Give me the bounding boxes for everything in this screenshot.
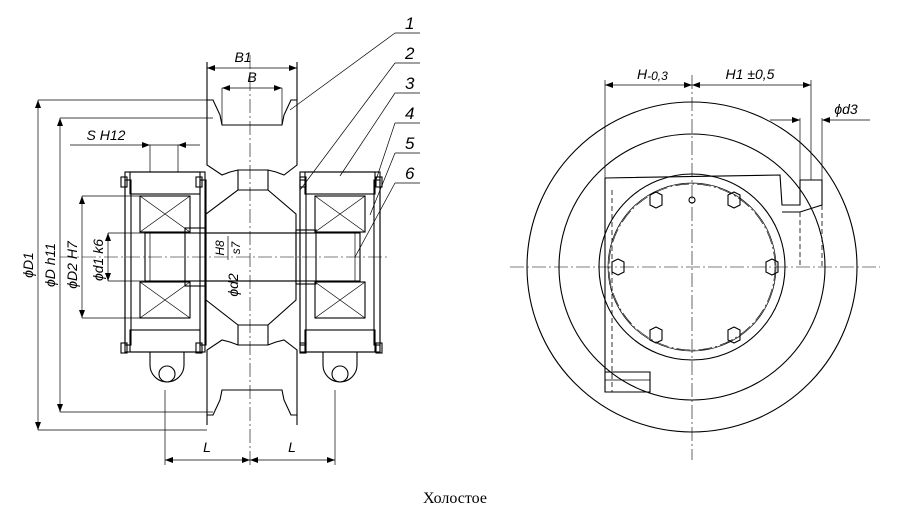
housing-circle bbox=[598, 173, 786, 361]
dim-s: S H12 bbox=[87, 127, 126, 143]
figure-caption: Холостое bbox=[423, 490, 487, 507]
dim-l-right: L bbox=[288, 439, 296, 455]
grease-nipple bbox=[688, 196, 696, 204]
dim-d3: ϕd3 bbox=[834, 101, 858, 117]
dim-l-left: L bbox=[203, 439, 211, 455]
callout-2: 2 bbox=[404, 44, 415, 63]
bolt-heads bbox=[611, 191, 779, 344]
callout-leaders bbox=[289, 32, 420, 258]
dim-h: H-0,3 bbox=[637, 66, 668, 83]
dimension-lines bbox=[35, 65, 336, 465]
right-bearing-housing bbox=[299, 171, 383, 383]
inner-housing-circle bbox=[607, 182, 777, 352]
dim-fit-num: H8 bbox=[213, 240, 227, 256]
upper-bracket bbox=[604, 174, 823, 213]
dim-fit-den: s7 bbox=[229, 240, 243, 254]
bracket-hidden-lines bbox=[799, 205, 823, 268]
dim-b: B bbox=[247, 69, 256, 85]
callout-6: 6 bbox=[405, 164, 415, 183]
bolt-circle bbox=[608, 183, 776, 351]
dim-h-tol: -0,3 bbox=[647, 69, 668, 83]
left-bearing-housing bbox=[120, 171, 207, 383]
lower-bracket bbox=[604, 178, 651, 393]
rim-circle bbox=[558, 133, 826, 401]
side-view: H-0,3 H1 ±0,5 ϕd3 bbox=[510, 66, 880, 460]
dim-d-h11: ϕD h11 bbox=[42, 243, 58, 287]
dim-b1: B1 bbox=[234, 49, 251, 65]
dim-d1-outer: ϕD1 bbox=[20, 252, 36, 278]
dim-d1-k6: ϕd1 k6 bbox=[90, 239, 106, 281]
dim-h1: H1 ±0,5 bbox=[726, 66, 775, 82]
outer-flange-circle bbox=[526, 101, 858, 433]
callout-4: 4 bbox=[405, 104, 414, 123]
dim-d2-h7: ϕD2 H7 bbox=[64, 240, 80, 289]
section-view: B1 B S H12 ϕD1 ϕD h11 ϕD2 H7 ϕd1 k6 ϕd2 … bbox=[20, 14, 420, 465]
callout-3: 3 bbox=[405, 74, 415, 93]
callout-1: 1 bbox=[405, 14, 414, 33]
callout-5: 5 bbox=[405, 134, 415, 153]
dim-d2: ϕd2 bbox=[225, 273, 241, 297]
